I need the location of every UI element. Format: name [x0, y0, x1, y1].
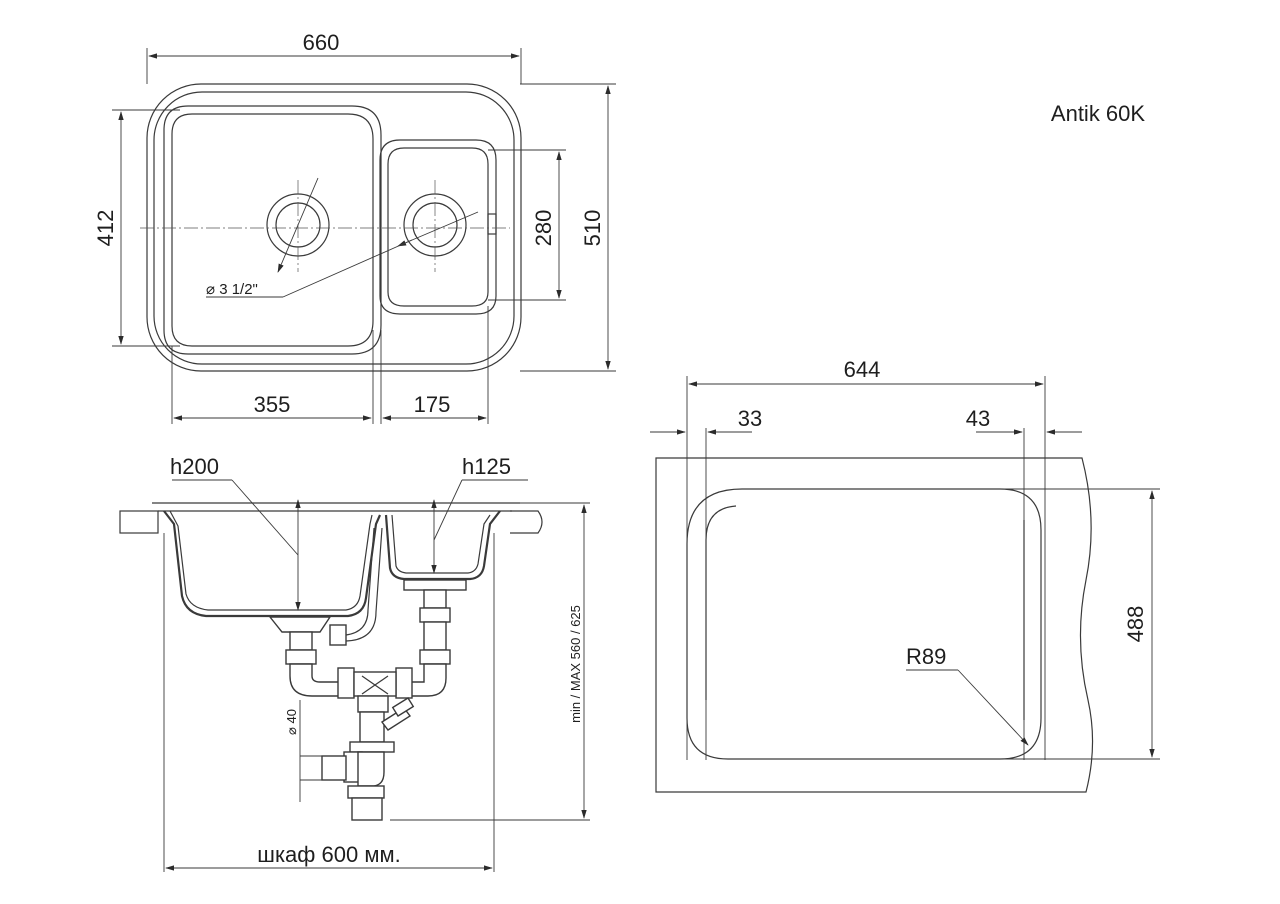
cutout-outline [686, 488, 1042, 760]
left-bowl-section [163, 510, 382, 618]
countertop-left [119, 510, 159, 534]
right-bowl-outline [379, 139, 497, 315]
dim-depth-510: 510 [580, 210, 605, 247]
right-bowl-inner [387, 147, 489, 307]
dim-pipe-diameter: ⌀ 40 [284, 709, 299, 735]
dim-left-height-h200: h200 [170, 454, 219, 479]
right-bowl-section [384, 510, 501, 581]
overflow-slot [487, 213, 497, 235]
countertop-outline [655, 457, 1094, 793]
sink-outer-rim [146, 83, 522, 372]
drain-diameter-label: ⌀ 3 1/2" [206, 281, 258, 298]
dim-mount-range: min / MAX 560 / 625 [568, 605, 583, 723]
section-view: h200 h125 [119, 454, 590, 872]
dim-corner-radius: R89 [906, 644, 946, 669]
cutout-view: 644 33 43 488 R89 [650, 357, 1160, 793]
top-view: ⌀ 3 1/2" 660 412 280 510 355 175 [93, 30, 616, 424]
dim-right-depth-280: 280 [531, 210, 556, 247]
dim-width-660: 660 [303, 30, 340, 55]
dim-right-height-h125: h125 [462, 454, 511, 479]
siphon-assembly [268, 527, 467, 821]
dim-right-offset-43: 43 [966, 406, 990, 431]
left-bowl-inner [171, 113, 374, 347]
dim-cutout-width-644: 644 [844, 357, 881, 382]
dim-left-width-355: 355 [254, 392, 291, 417]
countertop-right [510, 510, 543, 534]
dim-right-width-175: 175 [414, 392, 451, 417]
dim-left-depth-412: 412 [93, 210, 118, 247]
model-title: Antik 60K [1051, 101, 1145, 126]
left-bowl-outline [163, 105, 382, 355]
dim-cabinet-width: шкаф 600 мм. [257, 842, 400, 867]
dim-cutout-depth-488: 488 [1123, 606, 1148, 643]
dim-left-offset-33: 33 [738, 406, 762, 431]
